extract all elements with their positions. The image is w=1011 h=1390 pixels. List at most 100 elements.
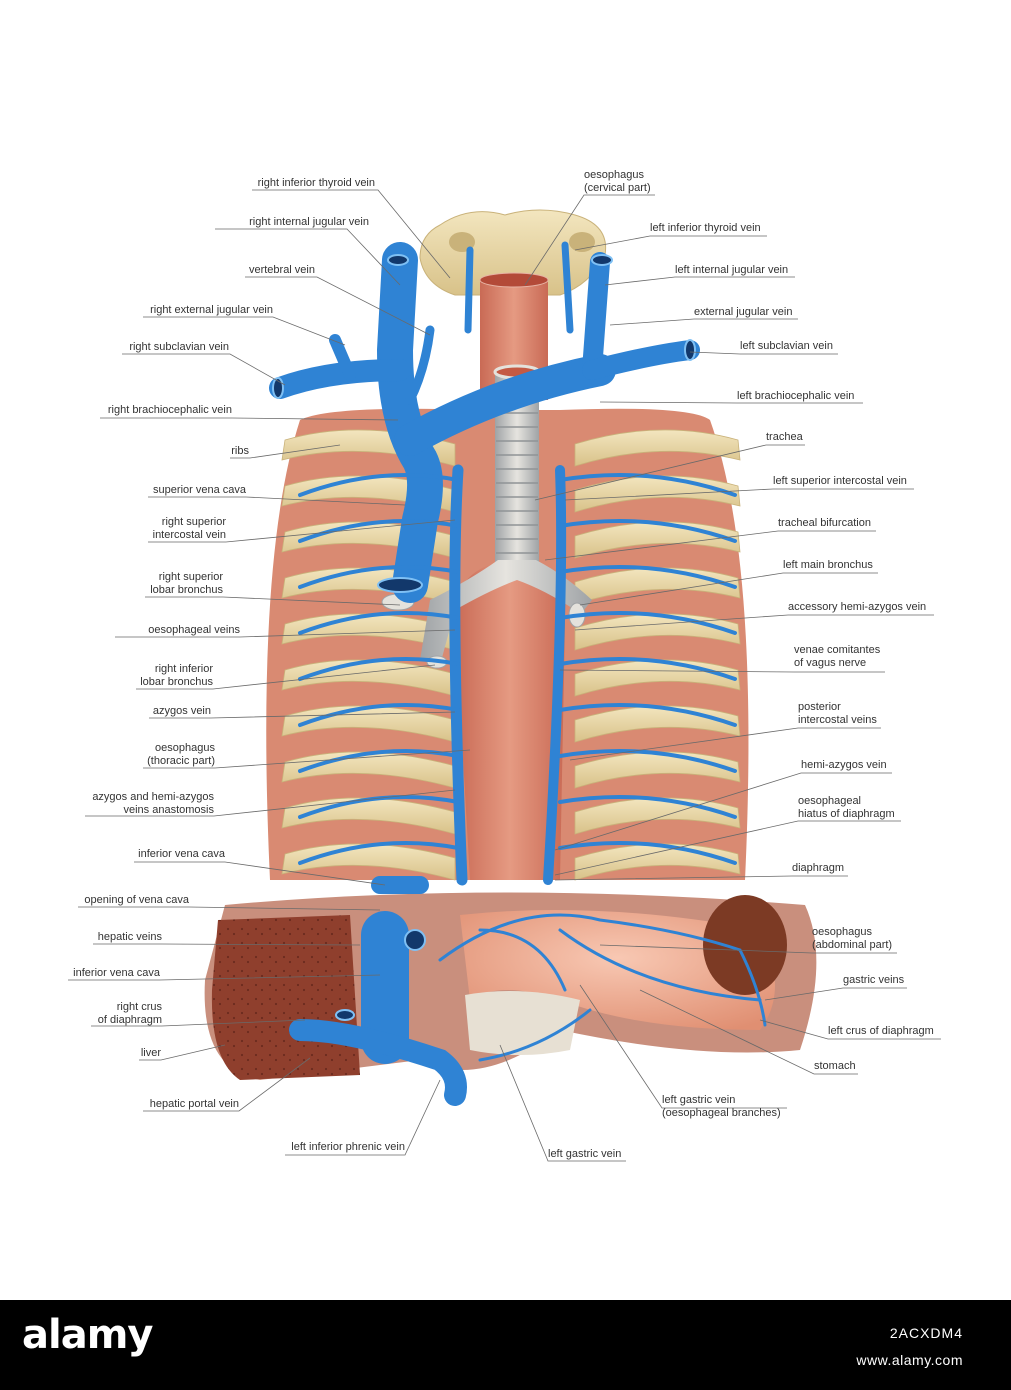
leader-line: [149, 711, 456, 719]
vein-openings: [272, 254, 696, 1021]
label-left-superior-intercostal-vein: left superior intercostal vein: [773, 475, 907, 487]
posterior-intercostal-vein-right: [298, 841, 460, 865]
label-right-external-jugular-vein: right external jugular vein: [150, 304, 273, 316]
leader-line: [78, 906, 381, 911]
leader-line: [524, 194, 655, 286]
label-hepatic-veins: hepatic veins: [97, 931, 162, 943]
label-left-subclavian-vein: left subclavian vein: [740, 340, 833, 352]
leader-line: [604, 276, 795, 286]
label-left-brachiocephalic-vein: left brachiocephalic vein: [737, 390, 855, 402]
leader-line: [689, 351, 838, 355]
posterior-intercostal-vein-right: [298, 703, 460, 727]
stomach-shape: [460, 910, 775, 1030]
leader-line: [574, 235, 767, 251]
leader-line: [285, 1079, 441, 1156]
leader-line: [559, 669, 885, 673]
leader-line: [134, 861, 386, 886]
posterior-intercostal-vein-right: [298, 749, 460, 773]
posterior-intercostal-vein-left: [558, 795, 737, 819]
leader-line: [569, 727, 881, 761]
leader-line: [245, 276, 431, 336]
label-accessory-hemi-azygos-vein: accessory hemi-azygos vein: [788, 601, 927, 613]
label-right-subclavian-vein: right subclavian vein: [129, 341, 229, 353]
image-id: 2ACXDM4: [889, 1325, 963, 1341]
leader-line: [91, 1019, 306, 1027]
posterior-intercostal-vein-left: [558, 565, 737, 589]
leader-line: [554, 875, 848, 881]
leader-line: [143, 1057, 311, 1112]
label-external-jugular-vein: external jugular vein: [694, 306, 793, 318]
label-left-main-bronchus: left main bronchus: [783, 559, 873, 571]
label-left-crus-of-diaphragm: left crus of diaphragm: [828, 1025, 934, 1037]
leader-line: [499, 1044, 626, 1162]
label-stomach: stomach: [814, 1060, 856, 1072]
posterior-intercostal-vein-left: [558, 611, 737, 635]
label-right-brachiocephalic-vein: right brachiocephalic vein: [107, 404, 232, 416]
liver-shape: [211, 915, 360, 1080]
posterior-intercostal-vein-right: [298, 519, 460, 543]
label-oesophagus-cervical: oesophagus(cervical part): [584, 169, 651, 194]
label-vertebral-vein: vertebral vein: [248, 264, 315, 276]
leader-line: [215, 228, 401, 286]
posterior-intercostal-vein-left: [558, 657, 737, 681]
label-ribs: ribs: [231, 445, 249, 457]
leader-line: [100, 417, 399, 421]
label-superior-vena-cava: superior vena cava: [153, 484, 246, 496]
label-gastric-veins: gastric veins: [843, 974, 905, 986]
posterior-intercostal-vein-right: [298, 611, 460, 635]
posterior-intercostal-vein-right: [298, 657, 460, 681]
leader-line: [252, 189, 451, 279]
leader-line: [554, 820, 901, 876]
leader-line: [759, 1019, 941, 1040]
label-left-inferior-thyroid-vein: left inferior thyroid vein: [650, 222, 761, 234]
leader-line: [115, 629, 456, 638]
label-left-internal-jugular-vein: left internal jugular vein: [675, 264, 789, 276]
leader-line: [143, 749, 471, 769]
leader-line: [93, 943, 361, 946]
leader-line: [574, 614, 934, 631]
label-oesophagus-thoracic: oesophagus(thoracic part): [147, 742, 215, 767]
posterior-intercostal-vein-left: [558, 703, 737, 727]
label-hepatic-portal-vein: hepatic portal vein: [149, 1098, 239, 1110]
leader-line: [579, 572, 878, 606]
posterior-intercostal-vein-left: [558, 749, 737, 773]
label-oesophagus-abdominal: oesophagus(abdominal part): [812, 926, 893, 951]
leader-line: [564, 488, 914, 501]
leader-line: [143, 316, 346, 346]
leader-line: [534, 444, 805, 501]
label-inferior-vena-cava-upper: inferior vena cava: [138, 848, 225, 860]
label-oesophageal-veins: oesophageal veins: [148, 624, 240, 636]
label-right-inferior-thyroid-vein: right inferior thyroid vein: [257, 177, 375, 189]
label-liver: liver: [140, 1047, 161, 1059]
venous-system: [269, 241, 767, 1106]
leader-line: [230, 444, 341, 459]
label-left-gastric-vein-branches: left gastric vein(oesophageal branches): [662, 1094, 781, 1119]
label-tracheal-bifurcation: tracheal bifurcation: [778, 517, 871, 529]
leader-line: [609, 318, 798, 326]
label-right-internal-jugular-vein: right internal jugular vein: [249, 216, 369, 228]
posterior-intercostal-vein-right: [298, 473, 460, 497]
site-url: www.alamy.com: [856, 1352, 963, 1368]
label-trachea: trachea: [766, 431, 803, 443]
posterior-intercostal-vein-left: [558, 841, 737, 865]
label-left-inferior-phrenic-vein: left inferior phrenic vein: [291, 1141, 405, 1153]
label-hemi-azygos-vein: hemi-azygos vein: [801, 759, 887, 771]
leader-line: [136, 664, 436, 690]
leader-line: [599, 401, 863, 404]
leader-line: [544, 530, 876, 561]
leader-line: [554, 772, 892, 851]
anatomy-illustration: [68, 189, 941, 1162]
alamy-logo: alamy: [22, 1312, 153, 1358]
leader-line: [148, 496, 406, 506]
leader-line: [579, 984, 787, 1109]
spleen-shape: [703, 895, 787, 995]
label-azygos-vein: azygos vein: [152, 705, 211, 717]
label-inferior-vena-cava-lower: inferior vena cava: [73, 967, 160, 979]
